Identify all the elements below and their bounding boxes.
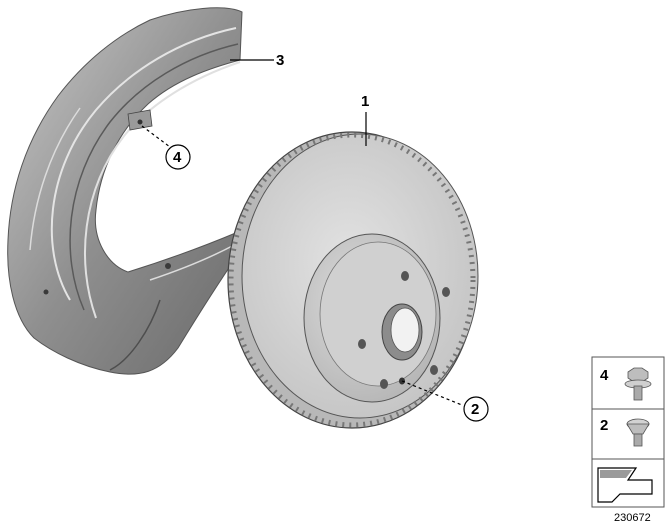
- legend-item-4-label: 4: [600, 367, 609, 384]
- callout-2: 2: [471, 401, 479, 418]
- callout-4-circle: 4: [165, 144, 191, 170]
- flange-bolt-icon: [624, 367, 652, 401]
- brake-disc: [227, 131, 479, 429]
- legend-panel: 4 2: [591, 356, 665, 508]
- brake-protection-plate: [7, 7, 245, 375]
- direction-arrow-icon: [597, 467, 653, 503]
- legend-item-2-label: 2: [600, 417, 608, 434]
- callout-3: 3: [276, 52, 284, 69]
- countersunk-screw-icon: [626, 418, 650, 447]
- callout-2-circle: 2: [463, 396, 489, 422]
- leader-lines: [141, 59, 463, 406]
- figure-number: 230672: [614, 512, 651, 524]
- callout-4: 4: [173, 149, 182, 166]
- callout-1: 1: [361, 93, 369, 110]
